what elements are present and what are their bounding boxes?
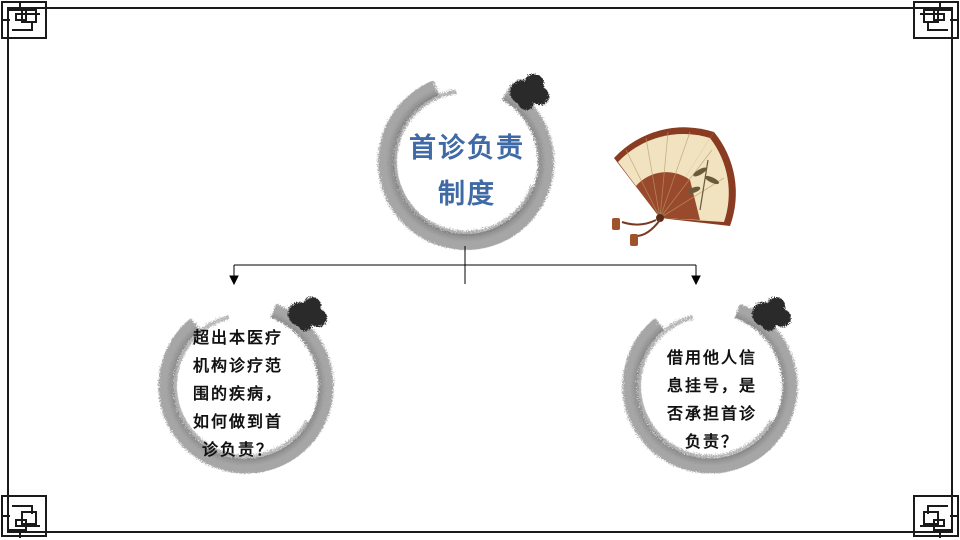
right-ink-circle bbox=[622, 297, 798, 474]
ink-cloud-blot bbox=[288, 297, 327, 331]
left-node-line: 超出本医疗 bbox=[192, 328, 283, 347]
frame-corner-bottom-right bbox=[913, 495, 959, 538]
left-node-line: 围的疾病， bbox=[192, 384, 283, 403]
right-node-line: 负责？ bbox=[684, 432, 739, 451]
connector-left-arrow bbox=[229, 275, 239, 286]
folding-fan-icon bbox=[612, 127, 736, 246]
frame-corner-top-left bbox=[1, 1, 47, 39]
bamboo-painting bbox=[687, 159, 720, 211]
left-node-line: 机构诊疗范 bbox=[192, 356, 283, 375]
left-node-line: 如何做到首 bbox=[192, 412, 283, 431]
frame-corner-bottom-left bbox=[1, 495, 47, 538]
main-topic-title: 首诊负责 制度 bbox=[392, 126, 542, 218]
connector-right-arrow bbox=[691, 275, 701, 286]
right-node-line: 息挂号，是 bbox=[666, 376, 757, 395]
main-ink-circle bbox=[378, 74, 554, 250]
right-node-text: 借用他人信 息挂号，是 否承担首诊 负责？ bbox=[646, 344, 778, 456]
ink-cloud-blot bbox=[752, 297, 791, 331]
connector-lines bbox=[229, 246, 701, 286]
frame-corner-top-right bbox=[913, 1, 959, 39]
left-node-text: 超出本医疗 机构诊疗范 围的疾病， 如何做到首 诊负责？ bbox=[172, 324, 304, 464]
right-node-line: 借用他人信 bbox=[666, 348, 757, 367]
main-title-line-1: 首诊负责 bbox=[409, 133, 525, 164]
ink-cloud-blot bbox=[510, 74, 549, 110]
right-node-line: 否承担首诊 bbox=[666, 404, 757, 423]
main-title-line-2: 制度 bbox=[438, 179, 496, 210]
left-ink-circle bbox=[158, 297, 334, 474]
left-node-line: 诊负责？ bbox=[201, 440, 274, 459]
